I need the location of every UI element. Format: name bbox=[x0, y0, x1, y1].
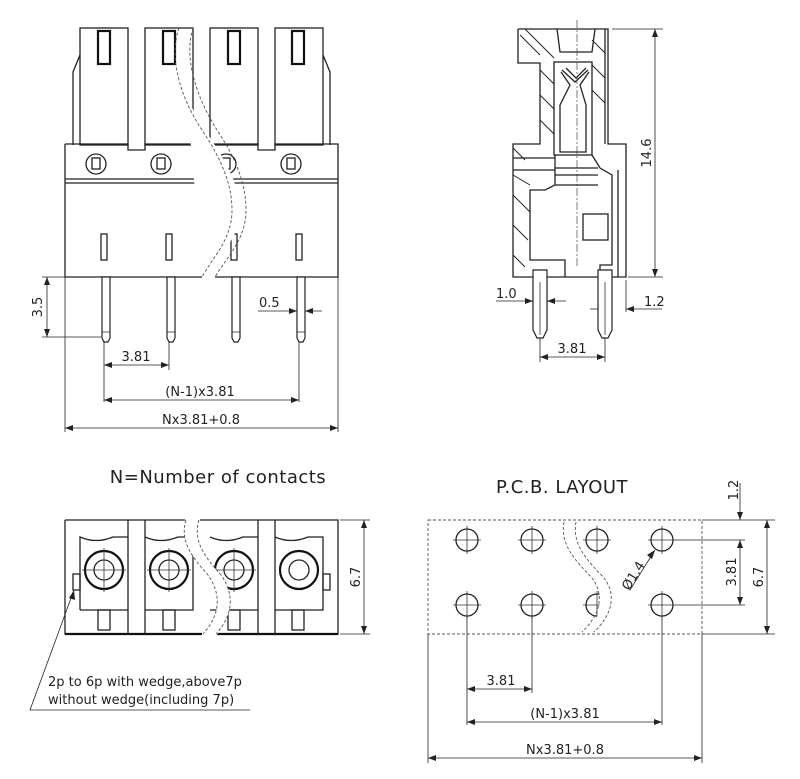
dim-pin-width: 0.5 bbox=[259, 296, 280, 311]
dim-edge-offset-pcb: 1.2 bbox=[727, 480, 742, 501]
front-dimensions bbox=[42, 276, 339, 432]
dim-span-front: (N-1)x3.81 bbox=[165, 385, 234, 400]
dim-pin-thickness-side: 1.0 bbox=[496, 287, 517, 302]
break-line bbox=[174, 27, 247, 278]
dim-pin-length: 3.5 bbox=[31, 297, 46, 318]
plug-bodies bbox=[72, 27, 331, 146]
top-view bbox=[29, 518, 370, 711]
pcb-layout bbox=[427, 483, 775, 763]
pcb-holes bbox=[453, 526, 676, 619]
dim-span-pcb: (N-1)x3.81 bbox=[530, 707, 599, 722]
dim-total-front: Nx3.81+0.8 bbox=[162, 413, 240, 428]
dim-pitch-side: 3.81 bbox=[558, 342, 587, 357]
side-view bbox=[496, 20, 663, 362]
dim-row-pitch-pcb: 3.81 bbox=[725, 558, 740, 587]
wedge-note-line1: 2p to 6p with wedge,above7p bbox=[48, 675, 242, 690]
dim-depth-top: 6.7 bbox=[349, 567, 364, 588]
section-hatching bbox=[512, 28, 606, 268]
dim-height-side: 14.6 bbox=[640, 139, 655, 168]
dim-pitch-front: 3.81 bbox=[122, 350, 151, 365]
front-view: 3.5 0.5 3.81 (N-1)x3.81 Nx3.81+0.8 bbox=[31, 27, 339, 432]
pins bbox=[101, 276, 306, 343]
dim-depth-pcb: 6.7 bbox=[752, 567, 767, 588]
wedge-note-line2: without wedge(including 7p) bbox=[48, 693, 234, 708]
contacts-definition-note: N=Number of contacts bbox=[110, 467, 326, 488]
dim-total-pcb: Nx3.81+0.8 bbox=[526, 743, 604, 758]
dim-hole-diameter-pcb: Ø1.4 bbox=[619, 559, 648, 593]
dim-offset-side: 1.2 bbox=[644, 295, 665, 310]
pcb-layout-title: P.C.B. LAYOUT bbox=[496, 477, 629, 498]
screw-heads bbox=[82, 548, 320, 592]
dim-pitch-pcb: 3.81 bbox=[487, 674, 516, 689]
